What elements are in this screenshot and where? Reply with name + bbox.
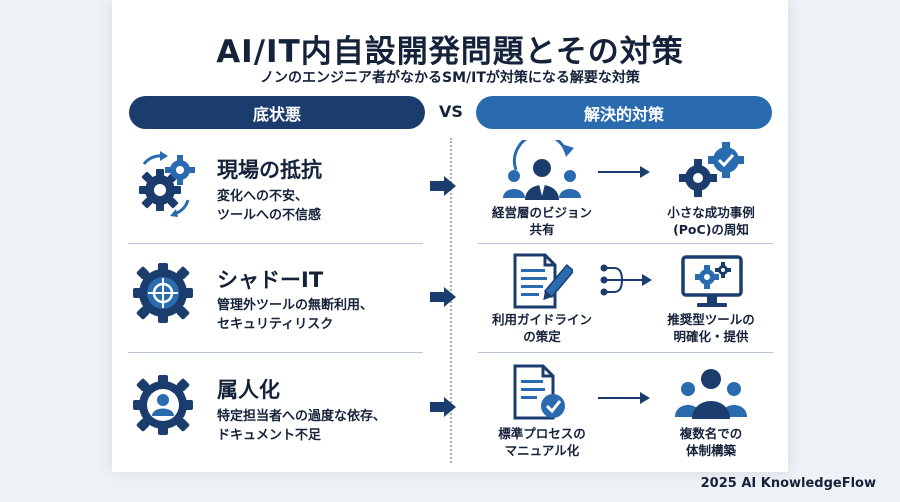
solution-2-2-label: 推奨型ツールの 明確化・提供 (667, 312, 755, 344)
gear-person-icon (133, 375, 193, 435)
gear-target-icon (133, 263, 193, 323)
gears-cycle-icon (139, 151, 195, 217)
solution-1-2-label: 小さな成功事例 (PoC)の周知 (667, 205, 755, 237)
team-group-icon (675, 369, 747, 419)
page-subtitle: ノンのエンジニア者がなかるSM/ITが対策になる解要な対策 (260, 70, 640, 86)
arrow-right-icon (430, 397, 456, 417)
arrow-right-icon (430, 176, 456, 196)
row-1-title: 現場の抵抗 (217, 158, 322, 182)
footer-credit: 2025 AI KnowledgeFlow (700, 476, 876, 491)
leader-team-icon (503, 140, 581, 200)
document-check-icon (513, 364, 565, 420)
row-divider-left-1 (128, 243, 423, 244)
page-title: AI/IT内自設開発問題とその対策 (216, 34, 684, 70)
row-3-title: 属人化 (217, 378, 280, 402)
row-3-description: 特定担当者への過度な依存、 ドキュメント不足 (217, 409, 387, 443)
arrow-thin-right-icon (598, 166, 650, 178)
row-divider-right-1 (478, 243, 773, 244)
monitor-gear-icon (681, 255, 743, 307)
header-solutions: 解決的対策 (476, 96, 772, 129)
vs-label: VS (439, 102, 463, 121)
arrow-right-icon (430, 287, 456, 307)
gears-check-icon (679, 142, 744, 197)
merge-arrows-icon (600, 264, 652, 296)
row-divider-right-2 (478, 352, 773, 353)
header-current-state-label: 底状悪 (252, 104, 301, 124)
header-current-state: 底状悪 (129, 96, 425, 129)
arrow-thin-right-icon (598, 392, 650, 404)
row-1-description: 変化への不安、 ツールへの不信感 (217, 189, 322, 223)
header-solutions-label: 解決的対策 (583, 104, 664, 124)
row-2-title: シャドーIT (217, 268, 324, 292)
solution-3-2-label: 複数名での 体制構築 (679, 426, 743, 458)
solution-3-1-label: 標準プロセスの マニュアル化 (498, 426, 586, 458)
solution-2-1-label: 利用ガイドライン の策定 (491, 312, 592, 344)
row-divider-left-2 (128, 352, 423, 353)
row-2-description: 管理外ツールの無断利用、 セキュリティリスク (217, 298, 374, 332)
document-pen-icon (513, 253, 573, 309)
solution-1-1-label: 経営層のビジョン 共有 (491, 205, 592, 237)
